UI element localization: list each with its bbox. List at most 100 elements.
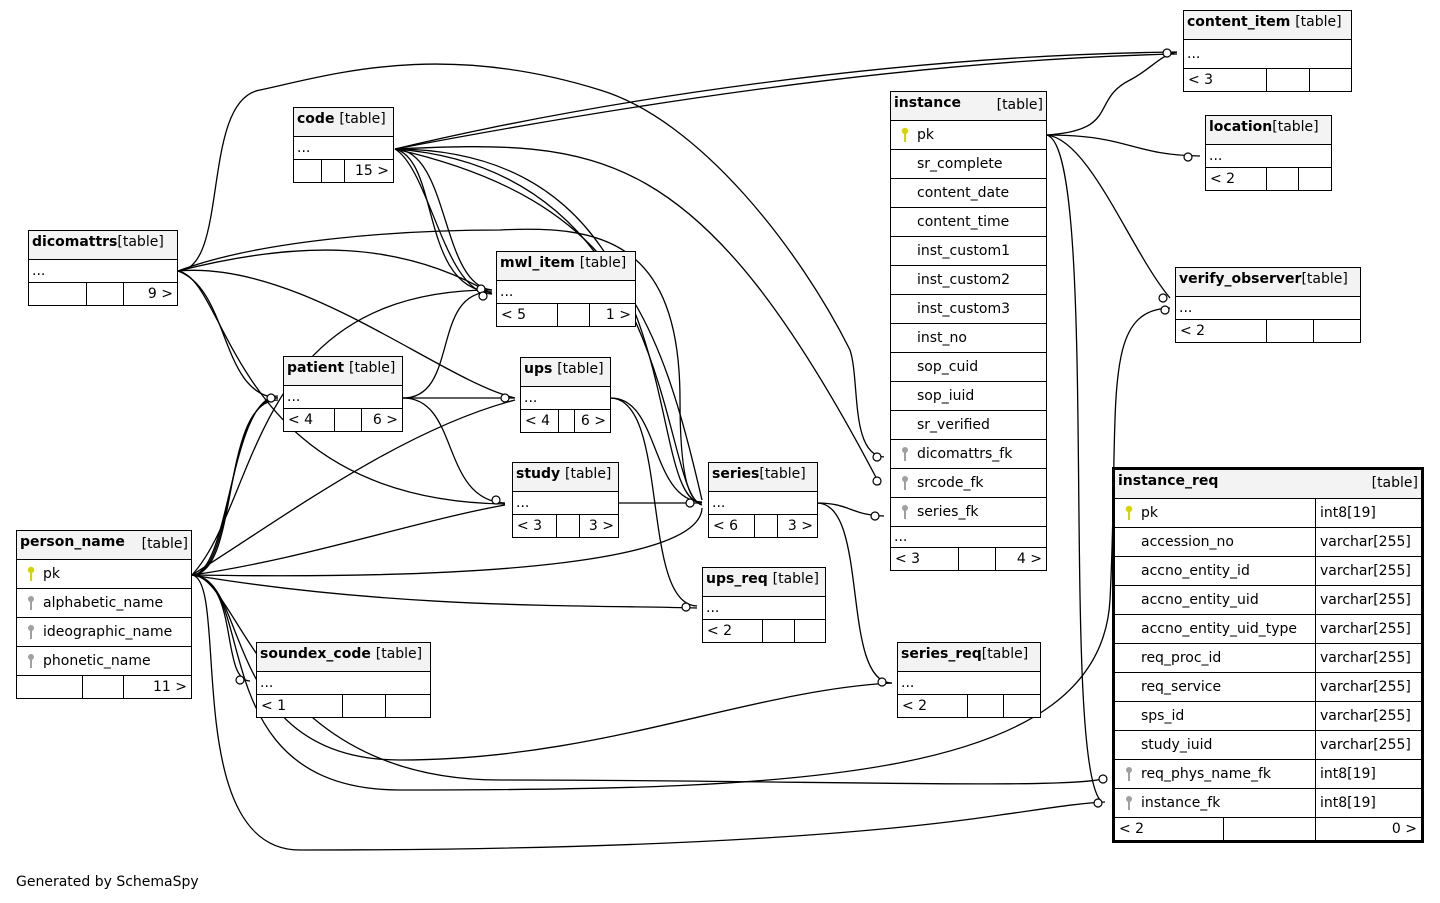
table-row: ... [29, 260, 177, 283]
table-name[interactable]: ups_req [table] [706, 571, 820, 587]
table-row: dicomattrs_fk [891, 440, 1046, 469]
table-row: phonetic_name [17, 647, 191, 676]
edge-person-soundex [191, 574, 251, 682]
table-footer: < 2 [898, 695, 1040, 717]
edge-dicomattrs-study [177, 270, 506, 505]
edge-person-seriesreq [191, 574, 893, 761]
table-footer: < 4 6 > [284, 409, 402, 431]
table-ups-req[interactable]: ups_req [table] ... < 2 [702, 567, 826, 643]
table-footer: < 4 6 > [521, 410, 610, 432]
table-name[interactable]: dicomattrs[table] [32, 234, 164, 250]
table-row: ... [497, 281, 635, 304]
edge-dicomattrs-content-item [177, 63, 885, 458]
table-name[interactable]: verify_observer[table] [1179, 271, 1348, 287]
table-name[interactable]: series_req[table] [901, 646, 1029, 662]
table-name[interactable]: series[table] [712, 466, 806, 482]
edge-person-ups [191, 399, 516, 576]
table-footer: < 2 0 > [1115, 818, 1421, 840]
table-row: sop_cuid [891, 353, 1046, 382]
table-footer: < 2 [1176, 320, 1360, 342]
edge-dicomattrs-mwl [177, 249, 493, 295]
edge-person-instreq [191, 574, 1106, 785]
edge-person-upsreq [191, 574, 698, 609]
edge-code-mwl-item [394, 148, 493, 293]
table-series-req[interactable]: series_req[table] ... < 2 [897, 642, 1041, 718]
table-name[interactable]: person_name [20, 534, 125, 550]
table-instance[interactable]: instance [table] pk sr_complete content_… [890, 91, 1047, 571]
table-footer: < 1 [257, 695, 430, 717]
foreign-key-icon [1126, 767, 1132, 781]
table-study[interactable]: study [table] ... < 3 3 > [512, 462, 619, 538]
table-footer: < 3 [1184, 69, 1351, 91]
table-soundex-code[interactable]: soundex_code [table] ... < 1 [256, 642, 431, 718]
table-name[interactable]: content_item [table] [1187, 14, 1342, 30]
table-location[interactable]: location[table] ... < 2 [1205, 115, 1332, 191]
table-code[interactable]: code [table] ... 15 > [293, 107, 394, 183]
table-row: inst_custom3 [891, 295, 1046, 324]
table-header: study [table] [513, 463, 618, 492]
table-header: series_req[table] [898, 643, 1040, 672]
edge-ups-series [610, 397, 703, 503]
table-header: series[table] [709, 463, 817, 492]
table-header: instance_req [table] [1115, 470, 1421, 499]
table-verify-observer[interactable]: verify_observer[table] ... < 2 [1175, 267, 1361, 343]
primary-key-icon [901, 127, 909, 142]
primary-key-icon [27, 566, 35, 581]
table-name[interactable]: ups [table] [524, 361, 604, 377]
table-row: ideographic_name [17, 618, 191, 647]
edge-person-series [191, 507, 703, 577]
table-row: content_time [891, 208, 1046, 237]
table-name[interactable]: instance_req [1118, 473, 1219, 489]
table-row: ... [891, 527, 1046, 548]
edge-code-mwl-item-2 [394, 148, 493, 291]
table-row: ... [1184, 40, 1351, 69]
table-row: ... [294, 137, 393, 160]
table-footer: < 3 3 > [513, 515, 618, 537]
table-footer: 11 > [17, 676, 191, 698]
table-patient[interactable]: patient [table] ... < 4 6 > [283, 356, 403, 432]
table-mwl-item[interactable]: mwl_item [table] ... < 5 1 > [496, 251, 636, 327]
edge-dicomattrs-ups [177, 269, 516, 399]
table-name[interactable]: code [table] [297, 111, 386, 127]
table-person-name[interactable]: person_name [table] pk alphabetic_name i… [16, 530, 192, 699]
edge-person-study [191, 504, 506, 576]
table-name[interactable]: patient [table] [287, 360, 396, 376]
table-row: pk [17, 560, 191, 589]
table-header: content_item [table] [1184, 11, 1351, 40]
table-name[interactable]: study [table] [516, 466, 612, 482]
table-row: sr_complete [891, 150, 1046, 179]
foreign-key-icon [902, 505, 908, 519]
table-footer: 15 > [294, 160, 393, 182]
edge-person-verify [191, 307, 1171, 791]
table-content-item[interactable]: content_item [table] ... < 3 [1183, 10, 1352, 92]
edge-person-instreq-2 [191, 574, 1106, 851]
table-name[interactable]: mwl_item [table] [500, 255, 627, 271]
table-footer: < 3 4 > [891, 548, 1046, 570]
foreign-key-icon [902, 447, 908, 461]
table-dicomattrs[interactable]: dicomattrs[table] ... 9 > [28, 230, 178, 306]
table-name[interactable]: instance [894, 95, 961, 111]
edge-patient-study [402, 397, 506, 504]
table-row: ... [709, 492, 817, 515]
edge-code-series [394, 148, 703, 504]
table-header: code [table] [294, 108, 393, 137]
table-name[interactable]: location[table] [1209, 119, 1319, 135]
foreign-key-icon [28, 625, 34, 639]
table-ups[interactable]: ups [table] ... < 4 6 > [520, 357, 611, 433]
edge-person-patient-3 [191, 395, 279, 576]
table-row: ... [898, 672, 1040, 695]
table-name[interactable]: soundex_code [table] [260, 646, 423, 662]
table-header: ups_req [table] [703, 568, 825, 597]
table-row: alphabetic_name [17, 589, 191, 618]
table-series[interactable]: series[table] ... < 6 3 > [708, 462, 818, 538]
edge-code-instance-srcode [394, 146, 881, 486]
foreign-key-icon [28, 596, 34, 610]
foreign-key-icon [1126, 796, 1132, 810]
table-row: sop_iuid [891, 382, 1046, 411]
